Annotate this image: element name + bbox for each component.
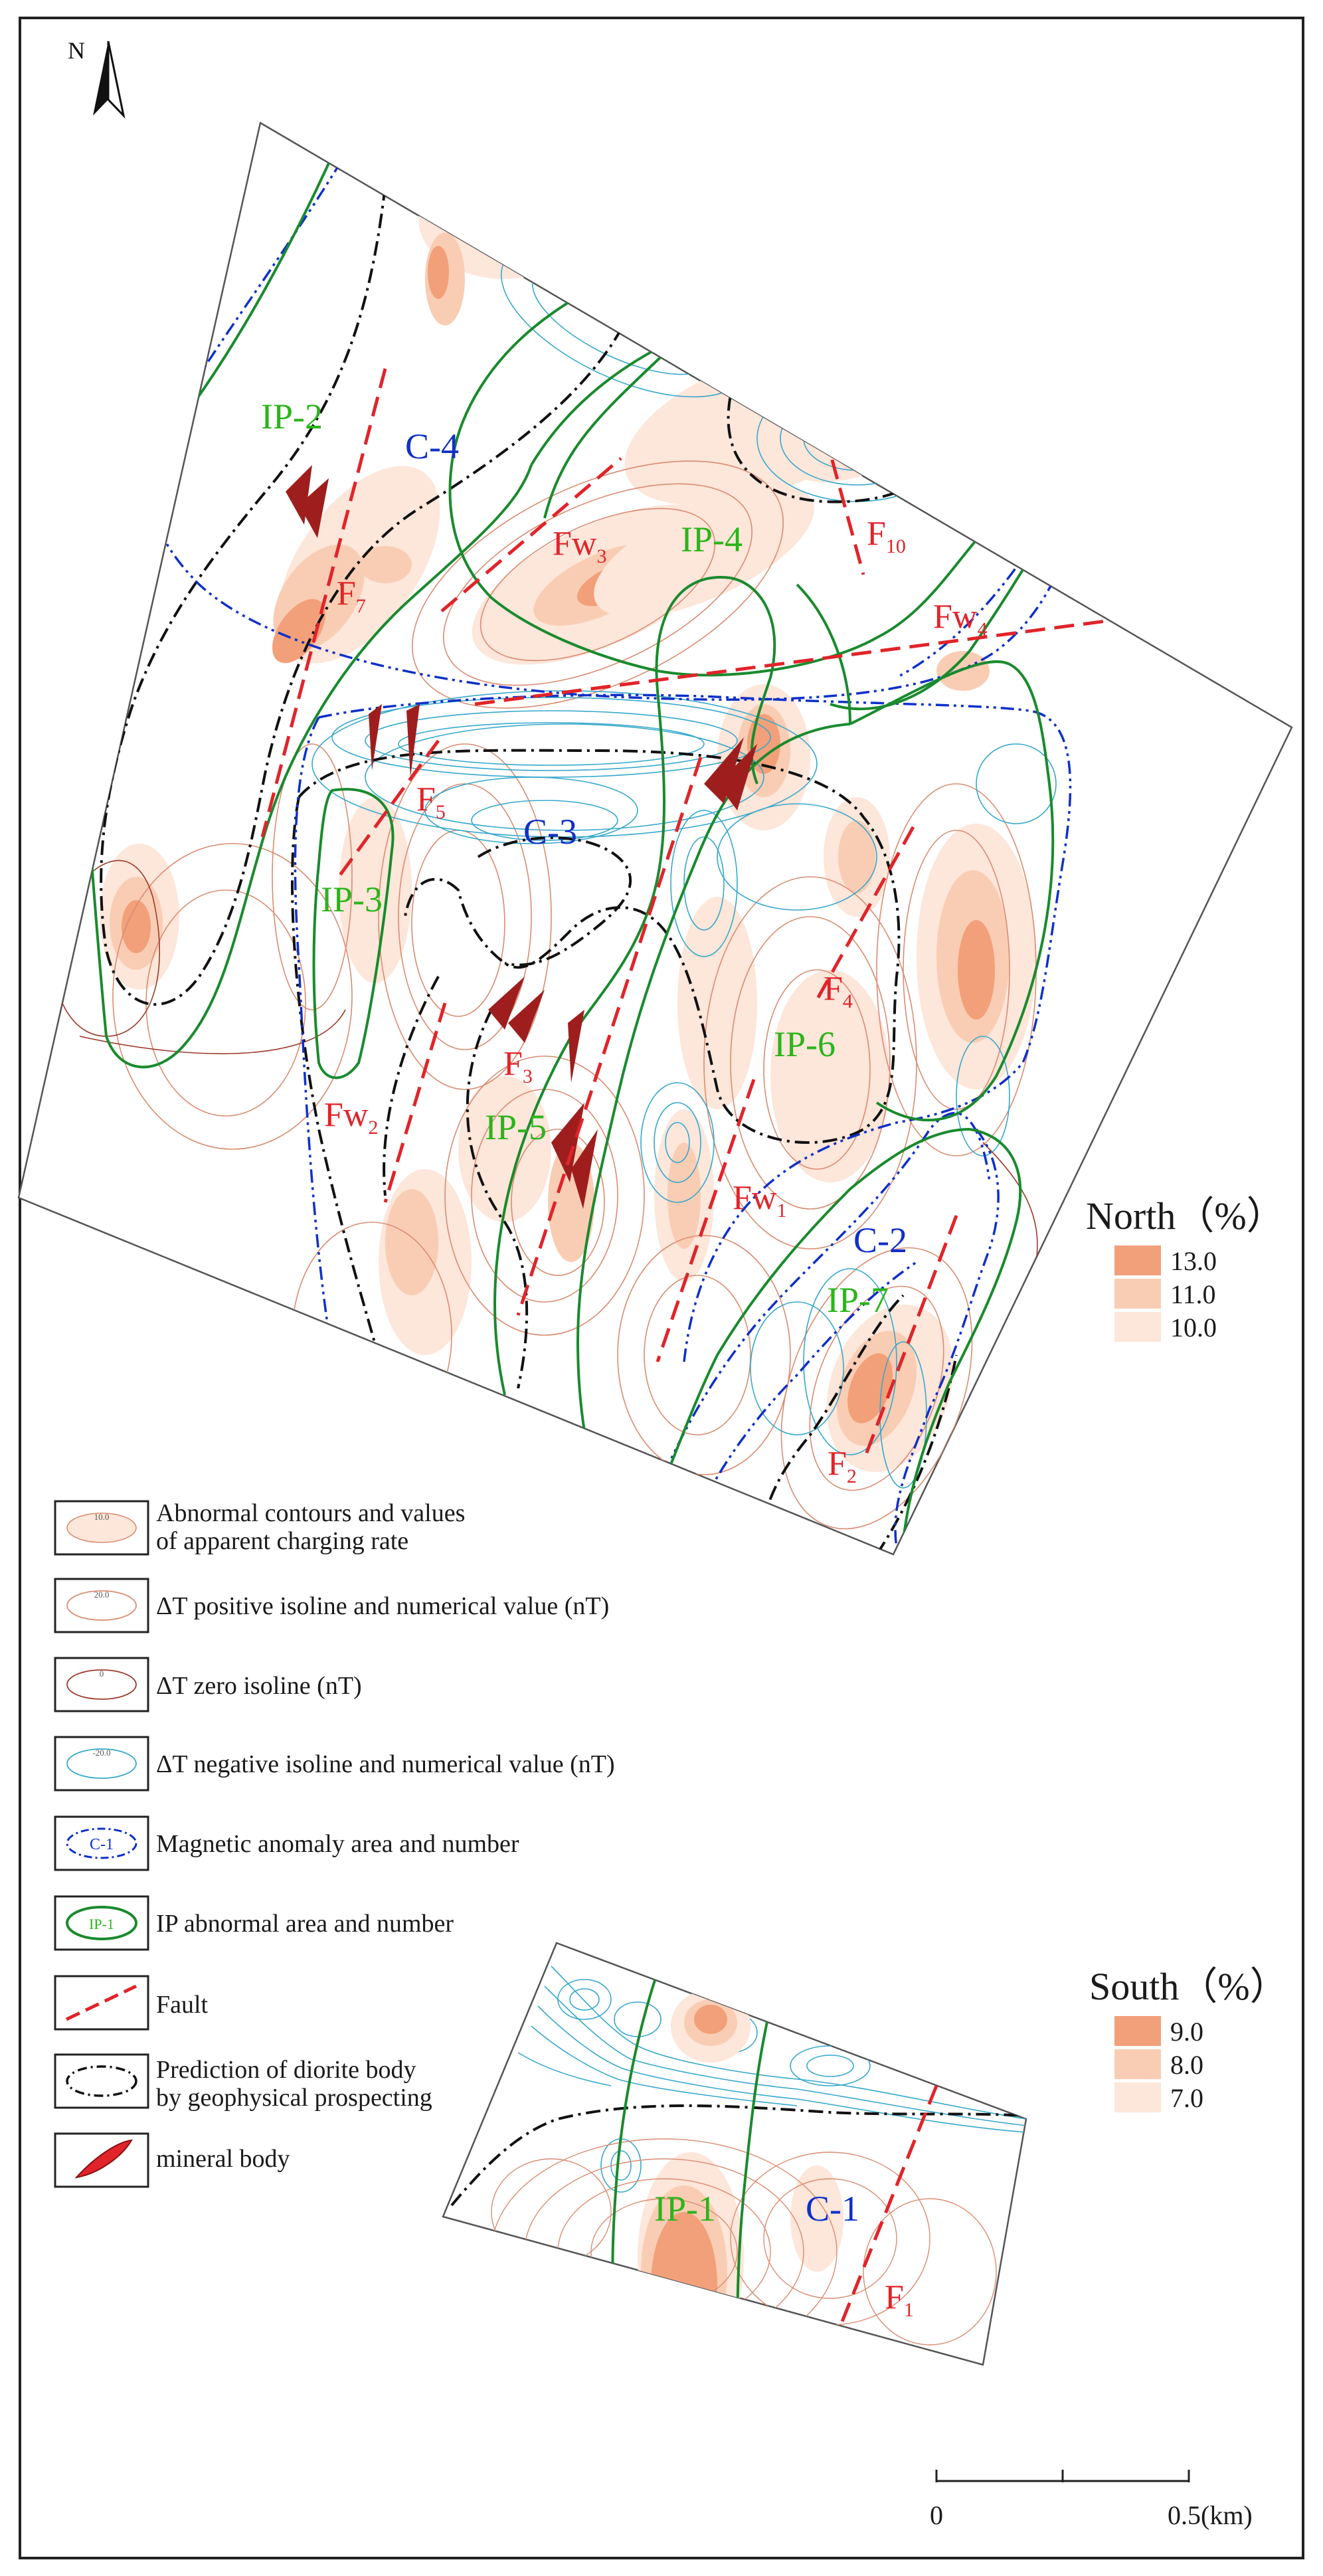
north-map-labels: IP-2 IP-4 IP-3 IP-6 IP-5 IP-7 C-4 C-3 C-… [261, 397, 987, 1487]
legend-item-fault: Fault [54, 1975, 209, 2031]
ip-label-ip1: IP-1 [654, 2189, 716, 2229]
svg-text:ΔT zero isoline (nT): ΔT zero isoline (nT) [156, 1672, 362, 1700]
south-scale-title: South（%） [1089, 1965, 1288, 2008]
south-negative-isolines [517, 1966, 1026, 2193]
north-map-panel: IP-2 IP-4 IP-3 IP-6 IP-5 IP-7 C-4 C-3 C-… [17, 122, 1293, 1556]
svg-text:by geophysical prospecting: by geophysical prospecting [156, 2084, 432, 2112]
fault-label-fw3: Fw3 [553, 525, 606, 567]
svg-text:Magnetic anomaly area and numb: Magnetic anomaly area and number [156, 1830, 519, 1858]
south-scale-value-mid: 8.0 [1170, 2050, 1203, 2080]
north-scale-value-low: 10.0 [1170, 1313, 1217, 1342]
north-scale-value-high: 13.0 [1170, 1246, 1217, 1276]
south-map-boundary [442, 1942, 1027, 2366]
ip-anomaly-outlines [64, 126, 1104, 1542]
south-scale-value-low: 7.0 [1170, 2083, 1203, 2113]
mineral-bodies [286, 465, 757, 1209]
south-diorite-prediction [450, 2104, 1026, 2207]
svg-text:ΔT negative isoline and numeri: ΔT negative isoline and numerical value … [156, 1750, 615, 1778]
legend-item-positive-isoline: 20.0 ΔT positive isoline and numerical v… [54, 1578, 609, 1633]
south-map-panel: IP-1 C-1 F1 [442, 1942, 1027, 2366]
fault-label-f5: F5 [416, 781, 446, 823]
north-arrow-label: N [68, 37, 85, 64]
svg-text:10.0: 10.0 [94, 1512, 110, 1522]
legend-item-charging-rate: 10.0 Abnormal contours and values of app… [54, 1499, 465, 1556]
fault-label-f1: F1 [885, 2278, 914, 2321]
magnetic-label-c4: C-4 [405, 426, 459, 466]
fault-label-fw1: Fw1 [733, 1179, 786, 1222]
zero-isolines [51, 860, 1038, 1263]
legend-item-magnetic-anomaly: C-1 Magnetic anomaly area and number [54, 1815, 519, 1871]
fault-label-f3: F3 [503, 1045, 533, 1087]
figure-frame [19, 17, 1304, 2559]
magnetic-label-c3: C-3 [523, 812, 577, 852]
south-scale-swatch-mid [1114, 2049, 1161, 2079]
positive-isolines [112, 460, 1037, 1530]
svg-text:of apparent charging rate: of apparent charging rate [156, 1527, 408, 1555]
north-scale-swatch-low [1114, 1312, 1161, 1342]
svg-text:Prediction of diorite body: Prediction of diorite body [156, 2056, 416, 2084]
ip-label-ip4: IP-4 [681, 519, 743, 559]
north-color-scale: North（%） 13.0 11.0 10.0 [1086, 1194, 1285, 1342]
magnetic-label-c2: C-2 [853, 1220, 907, 1260]
south-fault-line [828, 2085, 938, 2352]
north-scale-swatch-high [1114, 1245, 1161, 1275]
fault-label-f2: F2 [828, 1445, 857, 1487]
svg-text:C-1: C-1 [90, 1836, 114, 1853]
scale-bar: 0 0.5(km) [930, 2470, 1253, 2530]
ip-label-ip6: IP-6 [774, 1024, 836, 1064]
svg-text:20.0: 20.0 [94, 1590, 110, 1600]
svg-text:mineral body: mineral body [156, 2145, 290, 2173]
north-scale-title: North（%） [1086, 1194, 1285, 1238]
legend-item-ip-abnormal: IP-1 IP abnormal area and number [54, 1895, 454, 1951]
svg-text:0: 0 [100, 1669, 104, 1679]
south-scale-value-high: 9.0 [1170, 2017, 1203, 2047]
ip-label-ip3: IP-3 [321, 879, 383, 919]
legend-item-negative-isoline: -20.0 ΔT negative isoline and numerical … [54, 1736, 615, 1792]
svg-text:IP-1: IP-1 [89, 1916, 114, 1932]
fault-label-f7: F7 [337, 575, 366, 617]
map-legend: 10.0 Abnormal contours and values of app… [54, 1499, 615, 2188]
fault-label-f10: F10 [867, 515, 906, 557]
scale-bar-start: 0 [930, 2500, 943, 2530]
legend-item-diorite-prediction: Prediction of diorite body by geophysica… [54, 2053, 432, 2112]
north-arrow-icon: N [68, 37, 126, 119]
ip-label-ip5: IP-5 [485, 1107, 547, 1147]
svg-text:-20.0: -20.0 [92, 1748, 110, 1758]
fault-label-f4: F4 [824, 970, 853, 1012]
ip-label-ip7: IP-7 [827, 1280, 889, 1320]
legend-item-zero-isoline: 0 ΔT zero isoline (nT) [54, 1657, 362, 1712]
south-color-scale: South（%） 9.0 8.0 7.0 [1089, 1965, 1288, 2113]
svg-text:Abnormal contours and values: Abnormal contours and values [156, 1499, 465, 1527]
north-scale-swatch-mid [1114, 1279, 1161, 1309]
svg-text:IP abnormal area and number: IP abnormal area and number [156, 1910, 454, 1938]
south-scale-swatch-high [1114, 2016, 1161, 2046]
south-map-labels: IP-1 C-1 F1 [654, 2189, 914, 2321]
fault-label-fw2: Fw2 [324, 1096, 378, 1139]
south-scale-swatch-low [1114, 2082, 1161, 2112]
magnetic-label-c1: C-1 [806, 2189, 859, 2229]
north-scale-value-mid: 11.0 [1170, 1279, 1216, 1309]
svg-text:Fault: Fault [156, 1991, 209, 2019]
legend-item-mineral-body: mineral body [54, 2132, 290, 2188]
svg-text:ΔT positive isoline and numeri: ΔT positive isoline and numerical value … [156, 1592, 609, 1620]
fault-label-fw4: Fw4 [933, 598, 987, 640]
scale-bar-end: 0.5(km) [1168, 2500, 1253, 2530]
north-map-boundary [17, 122, 1293, 1556]
ip-label-ip2: IP-2 [261, 397, 323, 436]
